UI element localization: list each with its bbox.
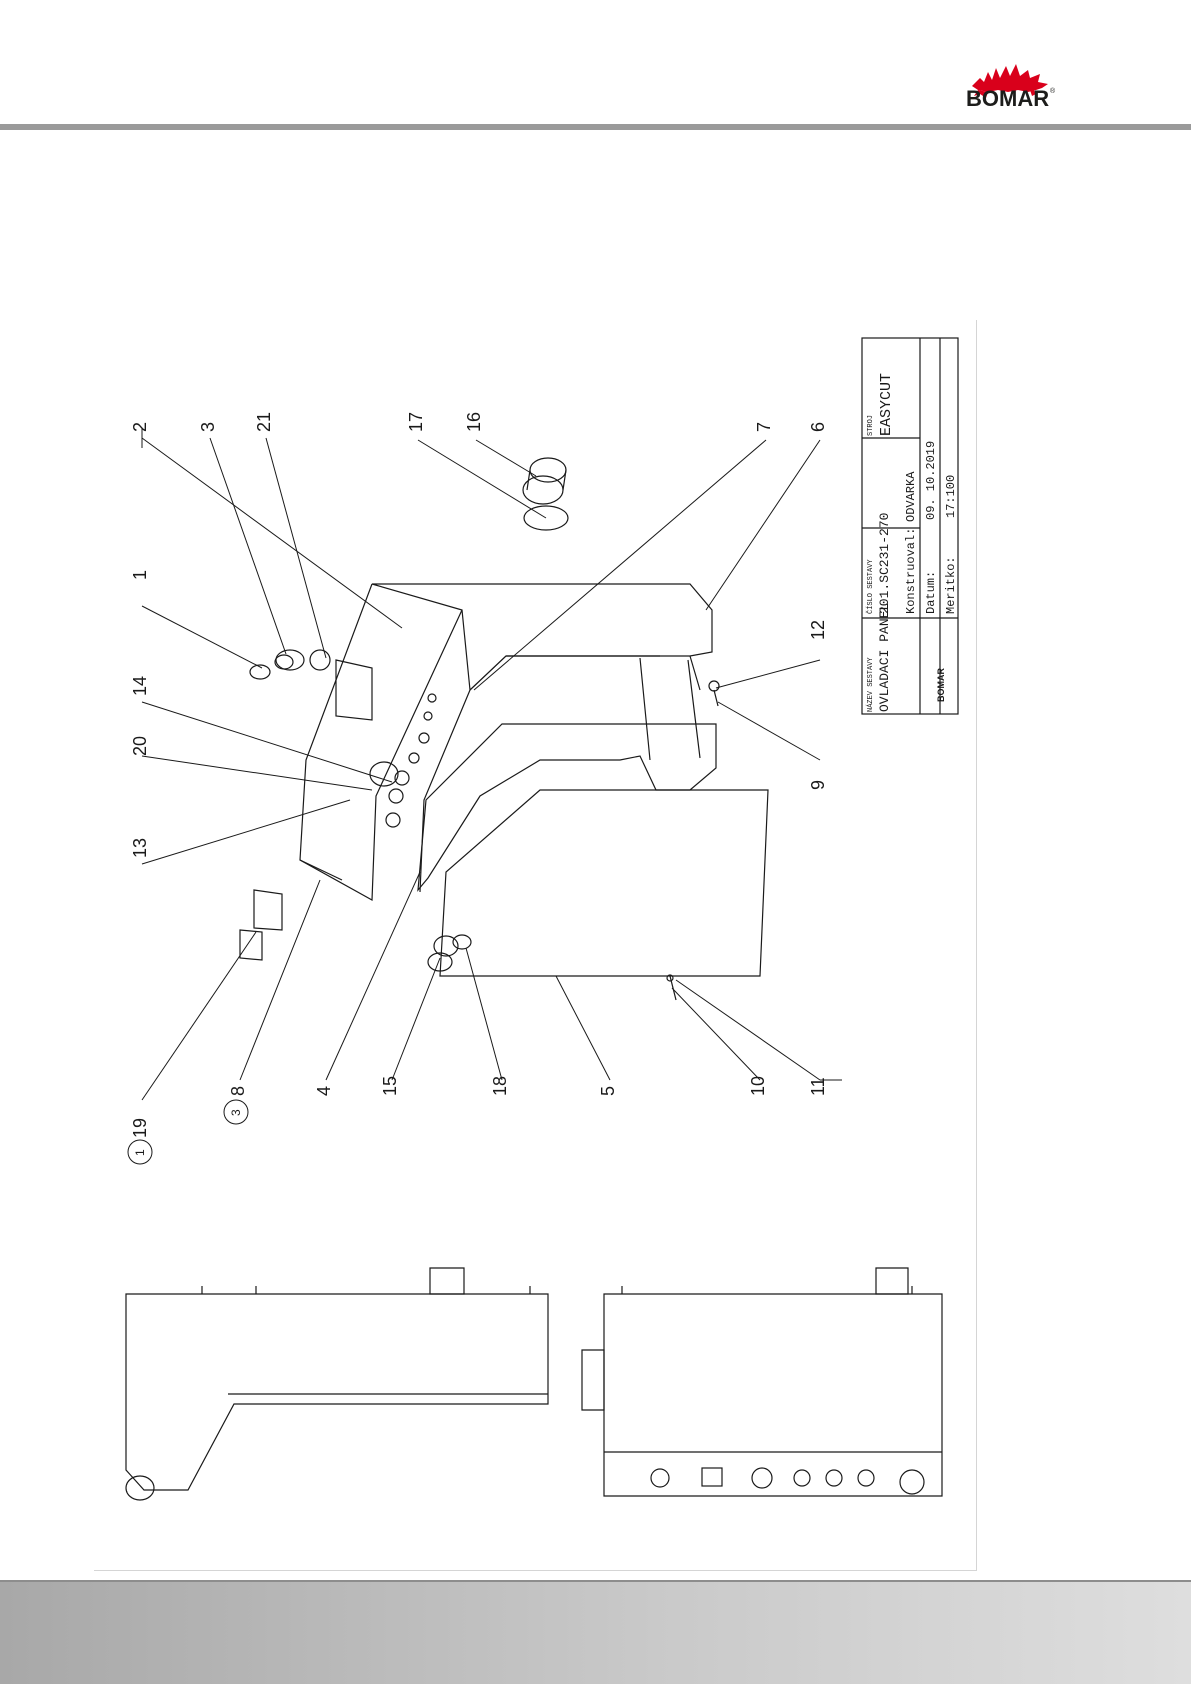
gland-nut-18 bbox=[453, 935, 471, 949]
rotary-switch-20 bbox=[370, 762, 398, 786]
circled-callout-3: 3 bbox=[229, 1109, 243, 1116]
designer-label: Konstruoval: bbox=[904, 528, 918, 614]
number-value: 201.SC231-270 bbox=[877, 513, 892, 614]
balloon-10: 10 bbox=[748, 1076, 768, 1096]
date-value: 09. 10.2019 bbox=[924, 441, 938, 520]
balloon-8: 8 bbox=[228, 1086, 248, 1096]
balloon-13: 13 bbox=[130, 838, 150, 858]
switch-module-21 bbox=[310, 650, 372, 720]
balloon-6: 6 bbox=[808, 422, 828, 432]
balloon-15: 15 bbox=[380, 1076, 400, 1096]
circled-callout-1: 1 bbox=[133, 1149, 147, 1156]
assembly-label: NÁZEV SESTAVY bbox=[866, 657, 875, 712]
balloon-9: 9 bbox=[808, 780, 828, 790]
side-plate bbox=[418, 724, 716, 890]
scale-value: 17:100 bbox=[944, 475, 958, 518]
balloon-20: 20 bbox=[130, 736, 150, 756]
title-block: NÁZEV SESTAVY OVLADACI PANEL ČÍSLO SESTA… bbox=[865, 373, 958, 712]
front-view bbox=[582, 1268, 942, 1496]
balloon-12: 12 bbox=[808, 620, 828, 640]
number-label: ČÍSLO SESTAVY bbox=[865, 559, 875, 614]
scale-label: Meritko: bbox=[944, 556, 958, 614]
balloon-3: 3 bbox=[198, 422, 218, 432]
balloon-18: 18 bbox=[490, 1076, 510, 1096]
date-label: Datum: bbox=[924, 571, 938, 614]
panel-openings bbox=[386, 694, 436, 827]
balloon-1: 1 bbox=[130, 570, 150, 580]
mini-logo-text: BOMAR bbox=[936, 668, 946, 702]
balloon-11: 11 bbox=[808, 1077, 828, 1096]
balloon-14: 14 bbox=[130, 676, 150, 696]
assembly-name: OVLADACI PANEL bbox=[877, 603, 892, 712]
mains-switch-19 bbox=[240, 890, 282, 960]
balloon-7: 7 bbox=[754, 422, 774, 432]
balloon-2: 2 bbox=[130, 422, 150, 432]
cable-gland-16 bbox=[523, 458, 566, 504]
control-box-housing bbox=[300, 584, 712, 900]
balloon-16: 16 bbox=[464, 412, 484, 432]
leader-lines bbox=[142, 430, 842, 1100]
balloon-4: 4 bbox=[314, 1086, 334, 1096]
side-view bbox=[126, 1268, 548, 1500]
balloon-21: 21 bbox=[254, 412, 274, 432]
balloon-numbers: 2 3 21 17 16 7 6 1 14 20 12 9 13 19 8 4 … bbox=[130, 412, 828, 1138]
machine-label: STROJ bbox=[867, 415, 875, 436]
balloon-5: 5 bbox=[598, 1086, 618, 1096]
machine-value: EASYCUT bbox=[878, 373, 895, 436]
bolt-9-12 bbox=[709, 681, 719, 706]
emergency-stop-button bbox=[275, 650, 304, 670]
designer-value: ODVARKA bbox=[904, 471, 918, 522]
footer-band bbox=[0, 1580, 1191, 1684]
balloon-19: 19 bbox=[130, 1118, 150, 1138]
mounting-rail bbox=[506, 656, 700, 760]
footer-rule bbox=[0, 1580, 1191, 1582]
back-plate bbox=[440, 790, 768, 976]
balloon-17: 17 bbox=[406, 412, 426, 432]
screw-10-11 bbox=[667, 975, 676, 1000]
